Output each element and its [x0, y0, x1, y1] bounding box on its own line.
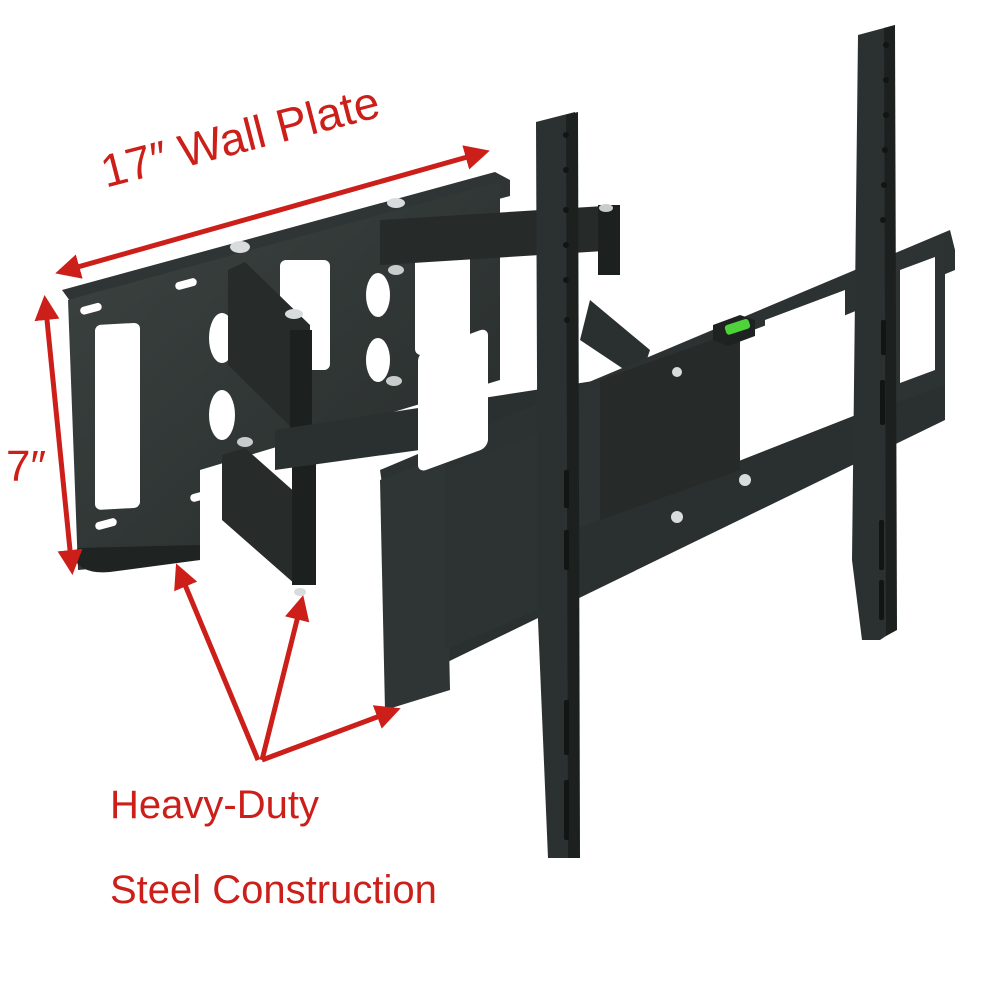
callout-arrows — [174, 563, 401, 763]
wall-plate-height-label: 7″ — [6, 442, 47, 491]
dimension-arrow-height — [34, 295, 83, 575]
feature-label-line2: Steel Construction — [110, 868, 437, 912]
dimension-arrow-width — [55, 145, 490, 279]
tv-bracket — [380, 230, 955, 710]
feature-label-line1: Heavy-Duty — [110, 783, 319, 827]
vertical-tv-arms — [536, 25, 897, 858]
